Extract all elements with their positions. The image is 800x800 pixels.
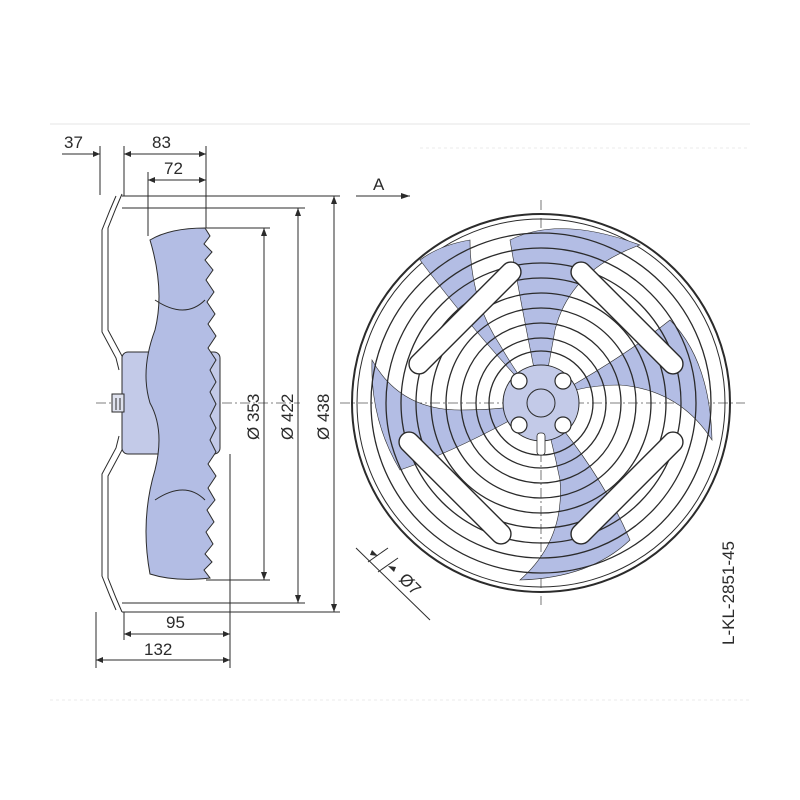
dim-37: 37 (64, 133, 83, 152)
part-number: L-KL-2851-45 (719, 541, 738, 645)
dim-83: 83 (152, 133, 171, 152)
background-grid (50, 147, 750, 701)
dim-hole-7: Ø7 (395, 569, 424, 598)
dim-dia-353: Ø 353 (244, 394, 263, 440)
dim-dia-438: Ø 438 (314, 394, 333, 440)
front-view (340, 200, 745, 605)
guard-outer-ring (351, 213, 731, 593)
guard-bracket (107, 193, 126, 369)
dim-72: 72 (164, 159, 183, 178)
side-view (96, 193, 300, 613)
view-label-a: A (373, 175, 385, 194)
blade-side (145, 227, 217, 580)
side-dimensions: 37 83 72 Ø 353 Ø 422 Ø 438 (62, 133, 340, 668)
dim-132: 132 (144, 640, 172, 659)
dim-dia-422: Ø 422 (278, 394, 297, 440)
guard-rings (370, 232, 712, 574)
dim-95: 95 (166, 613, 185, 632)
mounting-arms (398, 261, 684, 545)
